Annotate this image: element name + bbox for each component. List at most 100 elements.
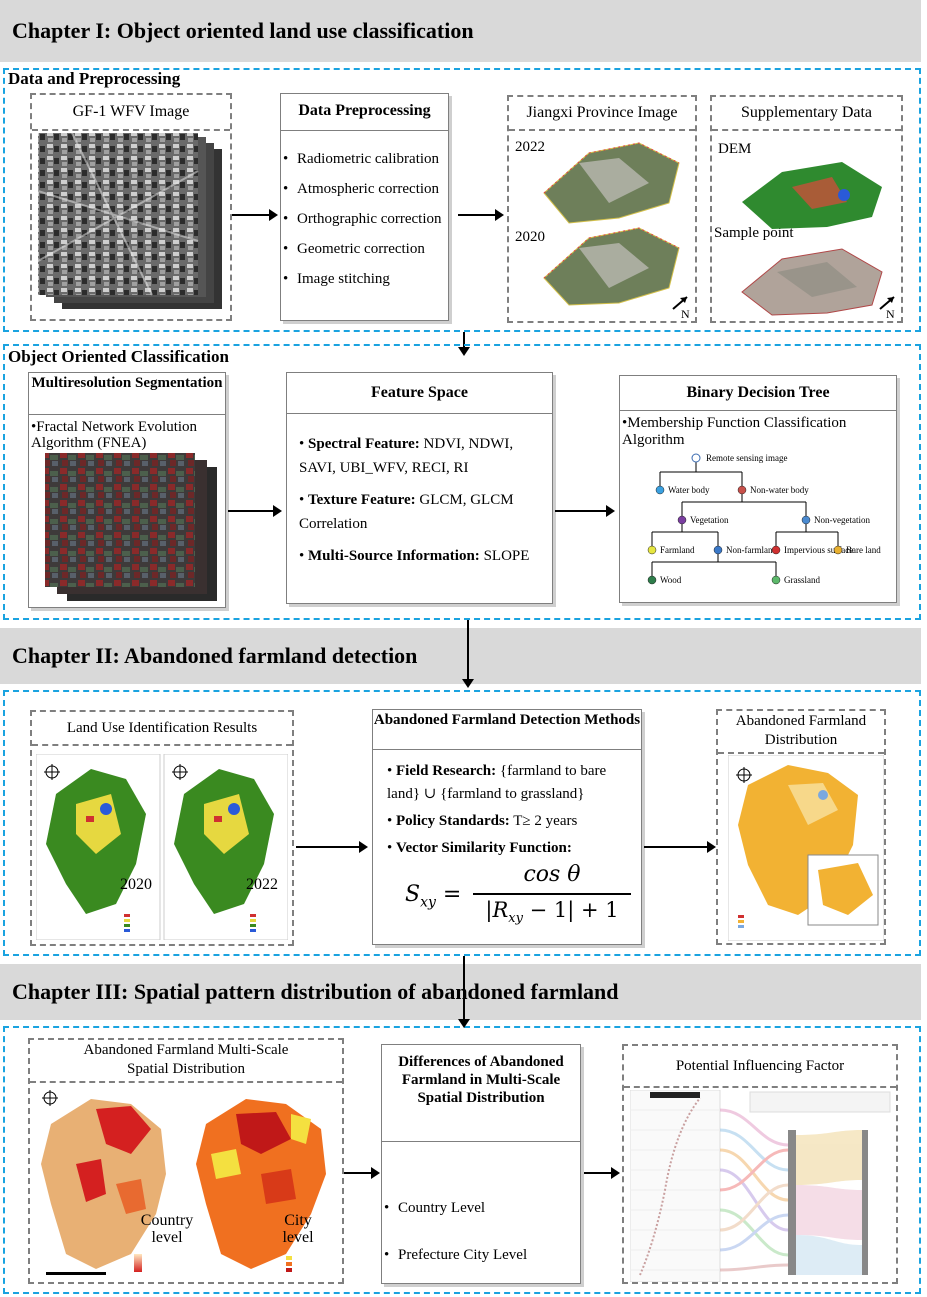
- spectral-feature-label: Spectral Feature:: [308, 436, 420, 452]
- gf1-title: GF-1 WFV Image: [32, 95, 230, 131]
- bdt-algo: Membership Function Classification Algor…: [622, 415, 847, 448]
- preprocessing-item: Orthographic correction: [283, 211, 448, 228]
- tree-node-veg: Vegetation: [690, 515, 729, 525]
- detection-section: [3, 690, 921, 956]
- similarity-formula: Sxy = cos θ |Rxy − 1| + 1: [403, 860, 633, 930]
- vector-label: Vector Similarity Function:: [396, 840, 572, 856]
- formula-fraction-bar: [473, 893, 631, 895]
- tree-node-icon: [771, 575, 781, 585]
- ooc-section: [3, 344, 921, 620]
- arrow-mrs-to-feature: [228, 505, 282, 517]
- afd-map: [728, 755, 884, 941]
- tree-node-imperv: Impervious surface: [784, 545, 853, 555]
- afdm-list: • Field Research: {farmland to bare land…: [373, 750, 641, 860]
- arrow-to-ooc: [458, 332, 470, 356]
- preprocessing-title: Data Preprocessing: [281, 94, 448, 131]
- chapter-2-header: Chapter II: Abandoned farmland detection: [0, 628, 921, 684]
- preprocessing-list: Radiometric calibration Atmospheric corr…: [281, 131, 448, 288]
- formula-den-r: R: [492, 898, 509, 922]
- tree-node-wood: Wood: [660, 575, 682, 585]
- data-preprocessing-title: Data and Preprocessing: [8, 69, 181, 88]
- tree-node-icon: [647, 575, 657, 585]
- supplementary-box: Supplementary Data DEM Sample point N: [710, 95, 903, 323]
- policy-row: • Policy Standards: T≥ 2 years: [387, 810, 633, 833]
- tree-node-icon: [771, 545, 781, 555]
- diff-list: Country Level Prefecture City Level: [382, 1142, 580, 1264]
- tree-node-bare: Bare land: [846, 545, 881, 555]
- tree-node-nonfarm: Non-farmland: [726, 545, 777, 555]
- afd-box: Abandoned Farmland Distribution: [716, 709, 886, 945]
- bdt-title: Binary Decision Tree: [620, 376, 896, 411]
- tree-node-farm: Farmland: [660, 545, 695, 555]
- tree-node-icon: [713, 545, 723, 555]
- tree-node-water: Water body: [668, 485, 710, 495]
- mrs-image-stack: [45, 453, 217, 601]
- tree-node-icon: [737, 485, 747, 495]
- luir-year-b: 2022: [246, 876, 278, 893]
- data-preprocessing-section: [3, 68, 921, 332]
- feature-space-title: Feature Space: [287, 373, 552, 414]
- tree-node-root: Remote sensing image: [706, 453, 787, 463]
- formula-denominator: |Rxy − 1| + 1: [477, 898, 627, 926]
- arrow-to-chapter-2: [462, 620, 474, 688]
- afmsd-title: Abandoned Farmland Multi-Scale Spatial D…: [30, 1040, 342, 1083]
- bullet: •: [622, 415, 628, 431]
- texture-feature-label: Texture Feature:: [308, 492, 416, 508]
- decision-tree-diagram: Remote sensing image Water body Non-wate…: [647, 453, 881, 585]
- formula-den-sub: xy: [508, 911, 523, 927]
- supplementary-maps: [741, 162, 883, 316]
- jiangxi-box: Jiangxi Province Image 2022 2020 N: [507, 95, 697, 323]
- pif-box: Potential Influencing Factor: [622, 1044, 898, 1284]
- luir-year-a: 2020: [120, 876, 152, 893]
- tree-node-icon: [691, 453, 701, 463]
- jiangxi-north-label: N: [681, 307, 690, 321]
- bdt-box: Binary Decision Tree •Membership Functio…: [619, 375, 897, 603]
- bdt-algo-row: •Membership Function Classification Algo…: [620, 411, 896, 449]
- formula-lhs-row: Sxy =: [405, 882, 462, 911]
- afdm-box: Abandoned Farmland Detection Methods • F…: [372, 709, 642, 945]
- policy-value: T≥ 2 years: [513, 813, 578, 829]
- arrow-diff-to-pif: [584, 1167, 620, 1179]
- mrs-box: Multiresolution Segmentation •Fractal Ne…: [28, 372, 226, 608]
- compass-icon: [736, 767, 752, 783]
- bullet: •: [31, 419, 37, 435]
- diff-box: Differences of Abandoned Farmland in Mul…: [381, 1044, 581, 1284]
- multi-source-row: • Multi-Source Information: SLOPE: [299, 544, 546, 568]
- afdm-title: Abandoned Farmland Detection Methods: [373, 710, 641, 750]
- gf1-image-stack: [37, 132, 222, 309]
- formula-numerator: cos θ: [523, 862, 581, 887]
- arrow-preproc-to-jiangxi: [458, 209, 504, 221]
- supplementary-title: Supplementary Data: [712, 97, 901, 131]
- bullet: •: [387, 763, 393, 779]
- preprocessing-item: Image stitching: [283, 271, 448, 288]
- mrs-algo-row: •Fractal Network Evolution Algorithm (FN…: [29, 415, 225, 451]
- diff-item: Country Level: [384, 1200, 580, 1217]
- dem-label: DEM: [718, 141, 752, 157]
- arrow-msd-to-diff: [344, 1167, 380, 1179]
- north-arrow-icon: [672, 296, 688, 310]
- policy-label: Policy Standards:: [396, 813, 510, 829]
- feature-list: • Spectral Feature: NDVI, NDWI, SAVI, UB…: [287, 414, 552, 568]
- jiangxi-year-b: 2020: [515, 229, 545, 245]
- formula-den-rest: − 1| + 1: [529, 898, 619, 922]
- arrow-to-chapter-3: [458, 956, 470, 1028]
- pif-title: Potential Influencing Factor: [624, 1046, 896, 1088]
- multi-source-value: SLOPE: [483, 548, 530, 564]
- ooc-title: Object Oriented Classification: [8, 347, 229, 366]
- north-arrow-icon: [879, 296, 895, 310]
- preprocessing-box: Data Preprocessing Radiometric calibrati…: [280, 93, 449, 321]
- jiangxi-year-a: 2022: [515, 139, 545, 155]
- spectral-feature-value: NDVI, NDWI, SAVI, UBI_WFV, RECI, RI: [299, 436, 514, 476]
- jiangxi-map-images: [543, 142, 680, 306]
- preprocessing-item: Geometric correction: [283, 241, 448, 258]
- field-research-row: • Field Research: {farmland to bare land…: [387, 760, 633, 806]
- chapter-1-header: Chapter I: Object oriented land use clas…: [0, 0, 921, 62]
- gf1-box: GF-1 WFV Image: [30, 93, 232, 321]
- supplementary-north-label: N: [886, 307, 895, 321]
- formula-den-open: |: [485, 898, 493, 922]
- diff-title: Differences of Abandoned Farmland in Mul…: [382, 1045, 580, 1142]
- tree-node-icon: [801, 515, 811, 525]
- compass-icon: [44, 764, 60, 780]
- chapter-1-title: Chapter I: Object oriented land use clas…: [12, 18, 474, 43]
- afmsd-box: Abandoned Farmland Multi-Scale Spatial D…: [28, 1038, 344, 1284]
